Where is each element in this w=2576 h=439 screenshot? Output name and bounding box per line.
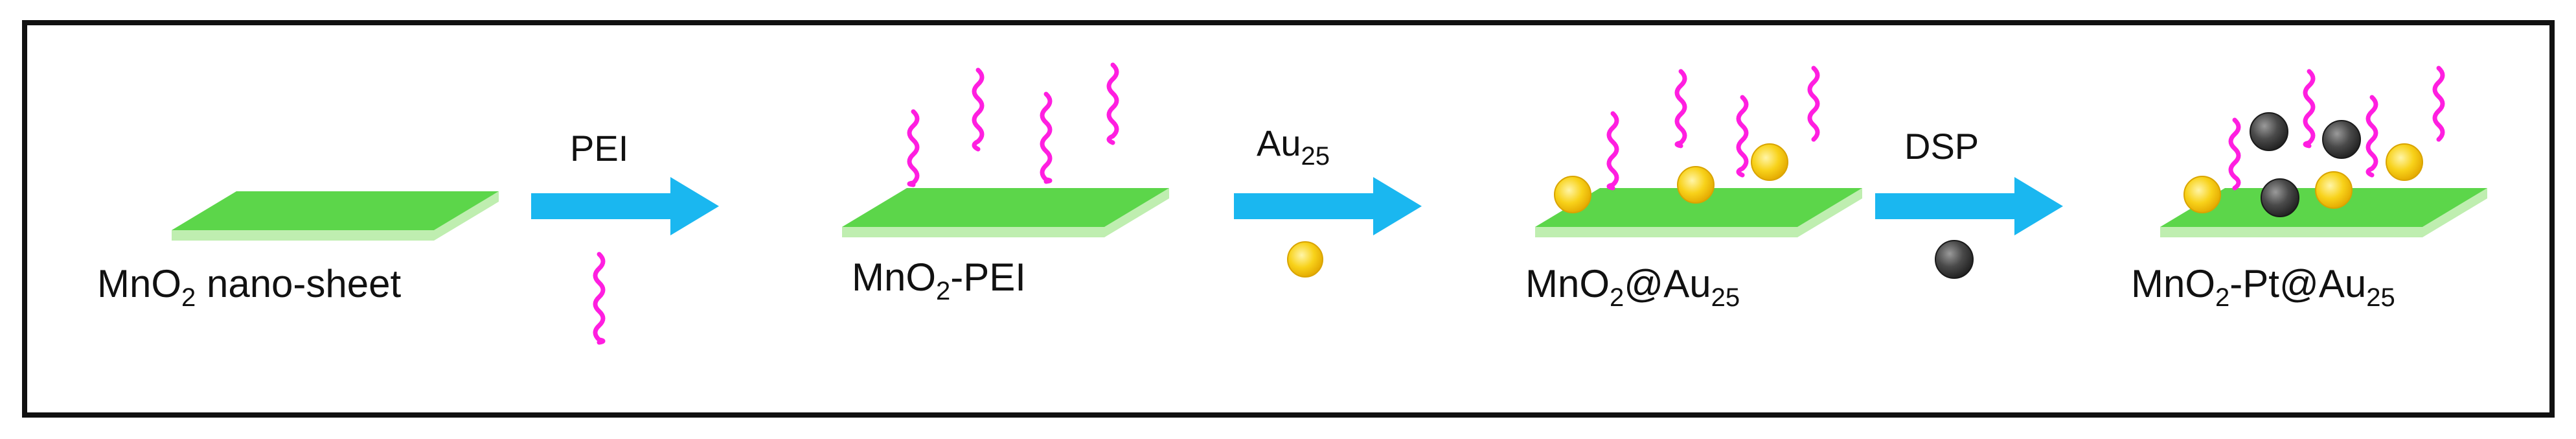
pei-chain <box>1736 95 1749 178</box>
reaction-arrow-au25 <box>1234 177 1422 235</box>
arrow-label-dsp: DSP <box>1904 126 1979 167</box>
pei-chain <box>1040 91 1053 184</box>
mno2-pt-au25-sheet <box>2160 188 2487 237</box>
gold-nanocluster <box>2183 176 2221 213</box>
pei-chain <box>2365 95 2378 178</box>
platinum-nanoparticle <box>2250 112 2288 151</box>
pei-chain <box>2228 117 2241 191</box>
gold-nanocluster <box>1677 166 1715 204</box>
reaction-arrow-shape <box>1875 177 2063 235</box>
sheet-top-face <box>842 188 1169 227</box>
pei-chain <box>2303 69 2316 148</box>
platinum-nanoparticle <box>2322 120 2361 159</box>
scheme-content <box>172 62 2487 345</box>
sheet-top-face <box>172 191 499 230</box>
gold-nanocluster <box>1751 143 1788 181</box>
mno2-pei-sheet <box>842 188 1169 237</box>
step-label-mno2-au25: MnO2@Au25 <box>1525 262 1740 312</box>
mno2-nanosheet <box>172 191 499 241</box>
gold-nanocluster <box>2315 171 2353 209</box>
platinum-nanoparticle <box>2261 178 2299 217</box>
step-label-mno2-nanosheet: MnO2 nano-sheet <box>97 262 402 312</box>
pei-chain <box>1606 111 1619 191</box>
sheet-front-edge <box>172 230 434 241</box>
step-label-mno2-pei: MnO2-PEI <box>852 255 1026 305</box>
gold-nanocluster <box>2386 143 2423 181</box>
pei-chain <box>972 67 985 152</box>
pei-chain <box>1807 65 1820 142</box>
pei-chain <box>1106 62 1119 145</box>
reaction-arrow-shape <box>1234 177 1422 235</box>
sheet-side-edge <box>2422 188 2487 237</box>
reaction-arrow-pei <box>531 177 719 235</box>
mno2-au25-sheet <box>1535 188 1862 237</box>
arrow-label-au25: Au25 <box>1257 123 1330 171</box>
gold-nanocluster-icon <box>1287 241 1323 278</box>
sheet-side-edge <box>1104 188 1169 237</box>
pei-chain <box>1674 69 1687 148</box>
sheet-top-face <box>1535 188 1862 227</box>
platinum-nanoparticle-icon <box>1935 240 1974 279</box>
sheet-side-edge <box>1797 188 1862 237</box>
gold-nanocluster <box>1554 176 1591 213</box>
sheet-front-edge <box>1535 227 1797 237</box>
sheet-top-face <box>2160 188 2487 227</box>
reaction-arrow-dsp <box>1875 177 2063 235</box>
sheet-front-edge <box>2160 227 2422 237</box>
arrow-label-pei: PEI <box>570 128 628 169</box>
polymer-chain-icon <box>593 252 606 345</box>
sheet-side-edge <box>434 191 499 241</box>
pei-chain <box>907 109 920 187</box>
sheet-front-edge <box>842 227 1104 237</box>
step-label-mno2-pt-au25: MnO2-Pt@Au25 <box>2131 262 2395 312</box>
pei-chain <box>2432 65 2445 142</box>
reaction-arrow-shape <box>531 177 719 235</box>
